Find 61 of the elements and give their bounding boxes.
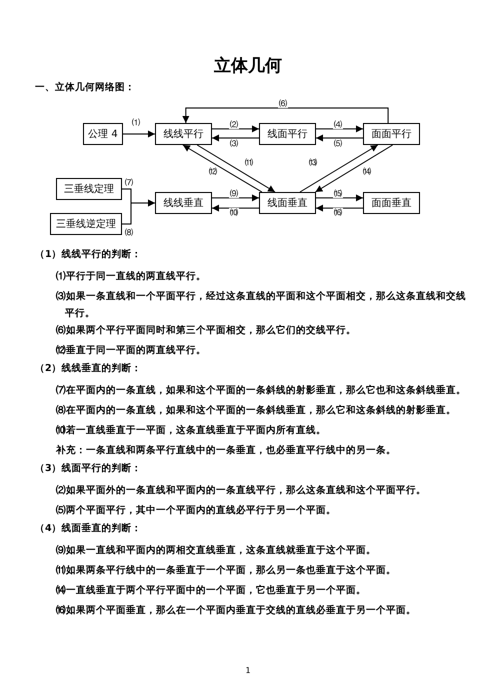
section-heading: （2）线线垂直的判断： [35,362,142,376]
section-heading: （3）线面平行的判断： [35,462,142,476]
arrow [212,194,260,202]
paragraph: ⑵如果平面外的一条直线和平面内的一条直线平行，那么这条直线和这个平面平行。 [56,484,427,498]
edge-label: ⒂ [333,189,343,198]
arrow [212,204,260,212]
section-heading: 一、立体几何网络图： [35,81,135,95]
paragraph: 补充：一条直线和两条平行直线中的一条垂直，也必垂直平行线中的另一条。 [56,444,397,458]
process-box: 线面平行 [259,123,316,145]
process-box: 面面垂直 [363,192,420,214]
paragraph: ⑾如果两条平行线中的一条垂直于一个平面，那么另一条也垂直于这个平面。 [56,564,397,578]
paragraph: ⑼如果一直线和平面内的两相交直线垂直，这条直线就垂直于这个平面。 [56,544,377,558]
edge-label: ⒀ [308,158,318,167]
paragraph: ⑻在平面内的一条直线，如果和这个平面的一条斜线垂直，那么它和这条斜线的射影垂直。 [56,404,457,418]
arrow [212,125,260,132]
arrow [182,144,262,192]
edge-label: ⑻ [124,228,134,237]
edge-label: ⑸ [333,139,343,148]
edge-label: ⒃ [333,208,343,217]
edge-label: ⑺ [124,178,134,187]
edge-label: ⑶ [229,139,239,148]
arrow [316,134,364,142]
paragraph: ⑹如果两个平行平面同时和第三个平面相交，那么它们的交线平行。 [56,324,357,338]
process-box: 三垂线逆定理 [50,213,122,235]
edge-label: ⑼ [229,189,239,198]
edge-label: ⑹ [278,99,288,108]
arrow [212,134,260,142]
paragraph: ⑿垂直于同一平面的两直线平行。 [56,344,207,358]
edge-label: ⑴ [131,118,141,127]
paragraph: ⑴平行于同一直线的两直线平行。 [56,270,207,284]
section-heading: （1）线线平行的判断： [35,248,142,262]
edge-label: ⑵ [229,120,239,129]
paragraph: ⑶如果一条直线和一个平面平行，经过这条直线的平面和这个平面相交，那么这条直线和交线平行。 [56,290,467,321]
edge-label: ⑽ [229,208,239,217]
arrow [122,130,156,138]
paragraph: ⑽若一直线垂直于一平面，这条直线垂直于平面内所有直线。 [56,424,327,438]
page-number: 1 [244,665,252,677]
arrow [300,144,378,192]
edge-label: ⑿ [208,167,218,176]
process-box: 公理 4 [83,123,123,145]
arrow [182,108,389,124]
process-box: 面面平行 [363,123,420,145]
process-box: 线面垂直 [259,192,316,214]
arrow [196,144,276,192]
arrow [122,200,156,224]
arrow [316,194,364,202]
process-box: 线线垂直 [155,192,212,214]
paragraph: ⑺在平面内的一条直线，如果和这个平面的一条斜线的射影垂直，那么它也和这条斜线垂直。 [56,384,467,398]
arrow [316,125,364,132]
paragraph: ⒃如果两个平面垂直，那么在一个平面内垂直于交线的直线必垂直于另一个平面。 [56,604,417,618]
edge-label: ⑾ [244,158,254,167]
section-heading: （4）线面垂直的判断： [35,522,142,536]
paragraph: ⑸两个平面平行，其中一个平面内的直线必平行于另一个平面。 [56,504,337,518]
arrow [316,204,364,212]
process-box: 三垂线定理 [56,178,122,200]
edge-label: ⒁ [362,167,372,176]
paragraph: ⒁一直线垂直于两个平行平面中的一个平面，它也垂直于另一个平面。 [56,584,367,598]
arrow [314,144,394,192]
page-title: 立体几何 [213,56,283,76]
edge-label: ⑷ [333,120,343,129]
process-box: 线线平行 [155,123,212,145]
